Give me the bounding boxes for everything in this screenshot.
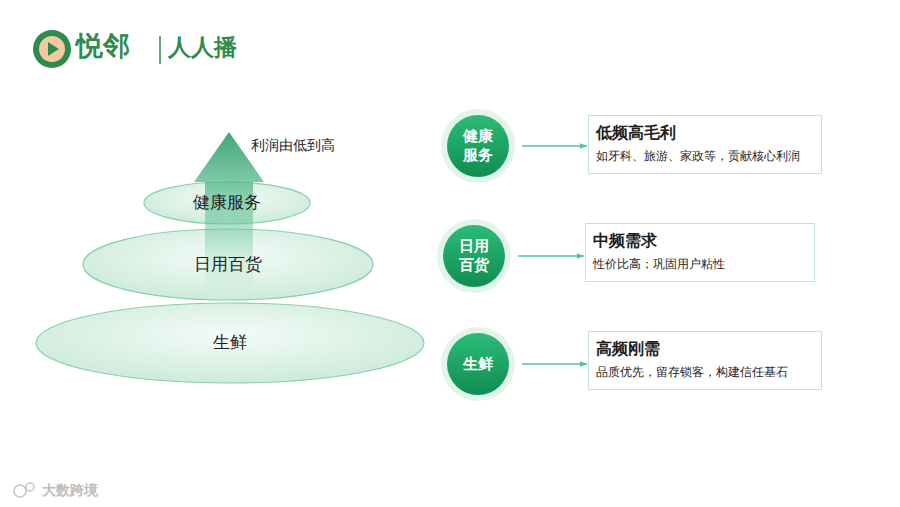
brand-name: 悦邻 bbox=[76, 30, 130, 62]
box-body: 性价比高；巩固用户粘性 bbox=[593, 257, 807, 272]
circle-label: 日用百货 bbox=[457, 237, 492, 275]
layer-label: 健康服务 bbox=[193, 192, 261, 213]
connector-arrow bbox=[522, 145, 587, 147]
pyramid-layer: 健康服务 bbox=[143, 181, 311, 225]
box-body: 品质优先，留存锁客，构建信任基石 bbox=[596, 365, 814, 380]
description-box: 高频刚需品质优先，留存锁客，构建信任基石 bbox=[588, 331, 822, 390]
description-box: 中频需求性价比高；巩固用户粘性 bbox=[585, 223, 815, 282]
box-heading: 高频刚需 bbox=[596, 338, 814, 360]
pyramid-layer: 生鲜 bbox=[35, 302, 425, 384]
brand-name: 人人播 bbox=[168, 34, 237, 62]
description-box: 低频高毛利如牙科、旅游、家政等，贡献核心利润 bbox=[588, 115, 822, 174]
watermark-icon bbox=[14, 483, 34, 497]
category-circle: 生鲜 bbox=[440, 326, 516, 402]
category-circle: 健康服务 bbox=[440, 108, 516, 184]
layer-label: 日用百货 bbox=[194, 254, 262, 275]
box-heading: 低频高毛利 bbox=[596, 122, 814, 144]
box-body: 如牙科、旅游、家政等，贡献核心利润 bbox=[596, 149, 814, 164]
circle-label: 健康服务 bbox=[461, 127, 496, 165]
connector-arrow bbox=[522, 363, 587, 365]
category-circle: 日用百货 bbox=[436, 218, 512, 294]
box-heading: 中频需求 bbox=[593, 230, 807, 252]
watermark: 大数跨境 bbox=[42, 482, 98, 499]
axis-note: 利润由低到高 bbox=[251, 137, 335, 154]
connector-arrow bbox=[518, 255, 584, 257]
pyramid-layer: 日用百货 bbox=[82, 228, 374, 301]
logo-separator bbox=[159, 36, 161, 64]
logo-icon bbox=[33, 30, 71, 68]
circle-label: 生鲜 bbox=[461, 355, 496, 374]
layer-label: 生鲜 bbox=[213, 332, 247, 353]
